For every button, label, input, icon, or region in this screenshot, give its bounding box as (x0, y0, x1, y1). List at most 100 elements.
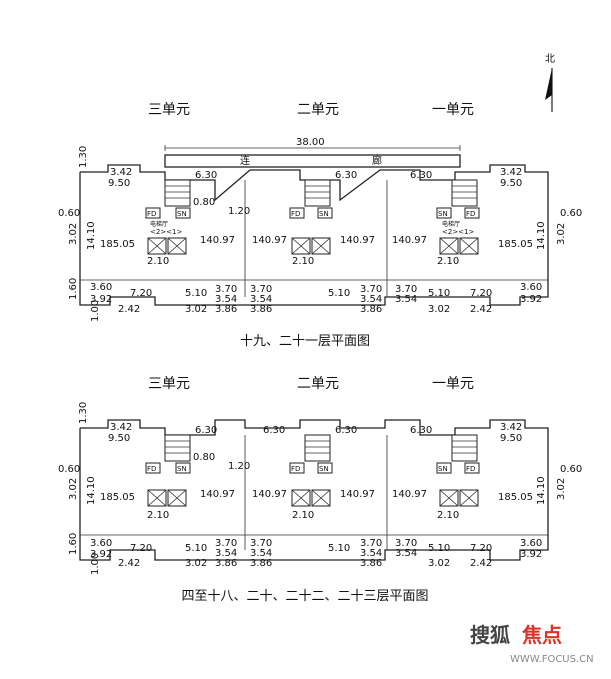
elevator-hall-label: 电梯厅 (150, 220, 168, 228)
dim-label: 3.70 (360, 284, 382, 295)
fd-label: FD (466, 465, 475, 473)
sn-label: SN (438, 210, 448, 218)
area-label: 185.05 (100, 239, 135, 250)
dim-label: 5.10 (185, 288, 207, 299)
dim-label: 3.60 (520, 282, 542, 293)
dim-label: 3.54 (395, 294, 417, 305)
dim-label: 3.54 (215, 548, 237, 559)
dims-bottom: 1.30 3.42 9.50 0.60 3.02 14.10 185.05 1.… (58, 402, 582, 575)
fd-label: FD (291, 210, 300, 218)
area-label: 140.97 (340, 489, 375, 500)
dim-label: 3.60 (90, 538, 112, 549)
unit-label-2: 二单元 (297, 102, 339, 118)
dim-label: 1.00 (90, 553, 101, 575)
dim-label: 5.10 (185, 543, 207, 554)
core-2: FD SN (289, 179, 333, 255)
dim-label: 2.42 (470, 558, 492, 569)
dim-label: 3.86 (360, 304, 382, 315)
dim-label: 14.10 (86, 221, 97, 250)
unit-label-3: 三单元 (148, 102, 190, 118)
dim-label: 3.70 (215, 538, 237, 549)
area-label: 140.97 (252, 489, 287, 500)
dim-label: 1.20 (228, 206, 250, 217)
dim-label: 3.54 (215, 294, 237, 305)
dim-label: 2.10 (292, 510, 314, 521)
dim-label: 2.10 (147, 256, 169, 267)
dim-label: 6.30 (335, 425, 357, 436)
dim-label: 3.02 (556, 478, 567, 500)
area-label: 140.97 (392, 235, 427, 246)
dim-label: 3.02 (68, 223, 79, 245)
dim-label: 3.92 (90, 549, 112, 560)
dim-label: 1.30 (78, 146, 89, 168)
watermark-url: WWW.FOCUS.CN (510, 654, 594, 665)
dim-label: 3.02 (185, 558, 207, 569)
area-label: 140.97 (200, 235, 235, 246)
sn-label: SN (319, 465, 329, 473)
fd-label: FD (291, 465, 300, 473)
dim-label: 0.80 (193, 452, 215, 463)
dim-label: 7.20 (130, 543, 152, 554)
corridor-label-b: 廊 (372, 154, 382, 167)
area-label: 185.05 (498, 239, 533, 250)
dim-label: 3.86 (215, 558, 237, 569)
dim-label: 3.86 (215, 304, 237, 315)
dim-label: 3.70 (250, 284, 272, 295)
dim-label: 2.42 (118, 304, 140, 315)
unit-label-1: 一单元 (432, 376, 474, 392)
dim-label: 5.10 (328, 288, 350, 299)
dim-label: 9.50 (500, 178, 522, 189)
dim-label: 3.02 (428, 304, 450, 315)
dim-label: 1.60 (68, 533, 79, 555)
dim-label: 5.10 (428, 543, 450, 554)
north-arrow: 北 (545, 53, 555, 112)
dim-label: 3.54 (395, 548, 417, 559)
area-label: 140.97 (392, 489, 427, 500)
unit-label-1: 一单元 (432, 102, 474, 118)
core-1: SN FD 电梯厅 <2><1> (436, 179, 480, 255)
area-label: 185.05 (498, 492, 533, 503)
dim-label: 3.92 (520, 549, 542, 560)
dim-label: 3.02 (185, 304, 207, 315)
dim-label: 2.10 (437, 256, 459, 267)
elevator-hall-label: 电梯厅 (442, 220, 460, 228)
dim-label: 3.70 (360, 538, 382, 549)
dim-label: 3.70 (395, 538, 417, 549)
dim-label: 3.42 (500, 422, 522, 433)
corridor-length: 38.00 (296, 137, 325, 148)
dim-label: 0.60 (58, 464, 80, 475)
dim-label: 0.60 (560, 464, 582, 475)
dim-label: 0.80 (193, 197, 215, 208)
dim-label: 2.42 (470, 304, 492, 315)
dim-label: 3.70 (215, 284, 237, 295)
dim-label: 2.10 (437, 510, 459, 521)
dim-label: 0.60 (560, 208, 582, 219)
dim-label: 1.00 (90, 300, 101, 322)
dim-label: 14.10 (536, 221, 547, 250)
dim-label: 6.30 (195, 170, 217, 181)
dim-label: 2.10 (292, 256, 314, 267)
dim-label: 2.10 (147, 510, 169, 521)
area-label: 140.97 (252, 235, 287, 246)
dim-label: 6.30 (410, 170, 432, 181)
corridor: 38.00 连 廊 (164, 137, 461, 168)
core-1b: SN FD (436, 434, 480, 507)
area-label: 185.05 (100, 492, 135, 503)
elevator-mark: <2><1> (442, 228, 475, 236)
watermark-brand-2: 焦点 (522, 623, 562, 647)
corridor-label-a: 连 (240, 154, 250, 167)
fd-label: FD (147, 465, 156, 473)
dim-label: 14.10 (86, 476, 97, 505)
dim-label: 6.30 (195, 425, 217, 436)
area-label: 140.97 (340, 235, 375, 246)
dim-label: 5.10 (428, 288, 450, 299)
dim-label: 3.02 (428, 558, 450, 569)
dim-label: 1.30 (78, 402, 89, 424)
area-label: 140.97 (200, 489, 235, 500)
fd-label: FD (466, 210, 475, 218)
dim-label: 7.20 (130, 288, 152, 299)
dim-label: 3.02 (556, 223, 567, 245)
watermark: 搜狐 焦点 WWW.FOCUS.CN (470, 623, 594, 665)
dim-label: 0.60 (58, 208, 80, 219)
dim-label: 3.42 (110, 422, 132, 433)
